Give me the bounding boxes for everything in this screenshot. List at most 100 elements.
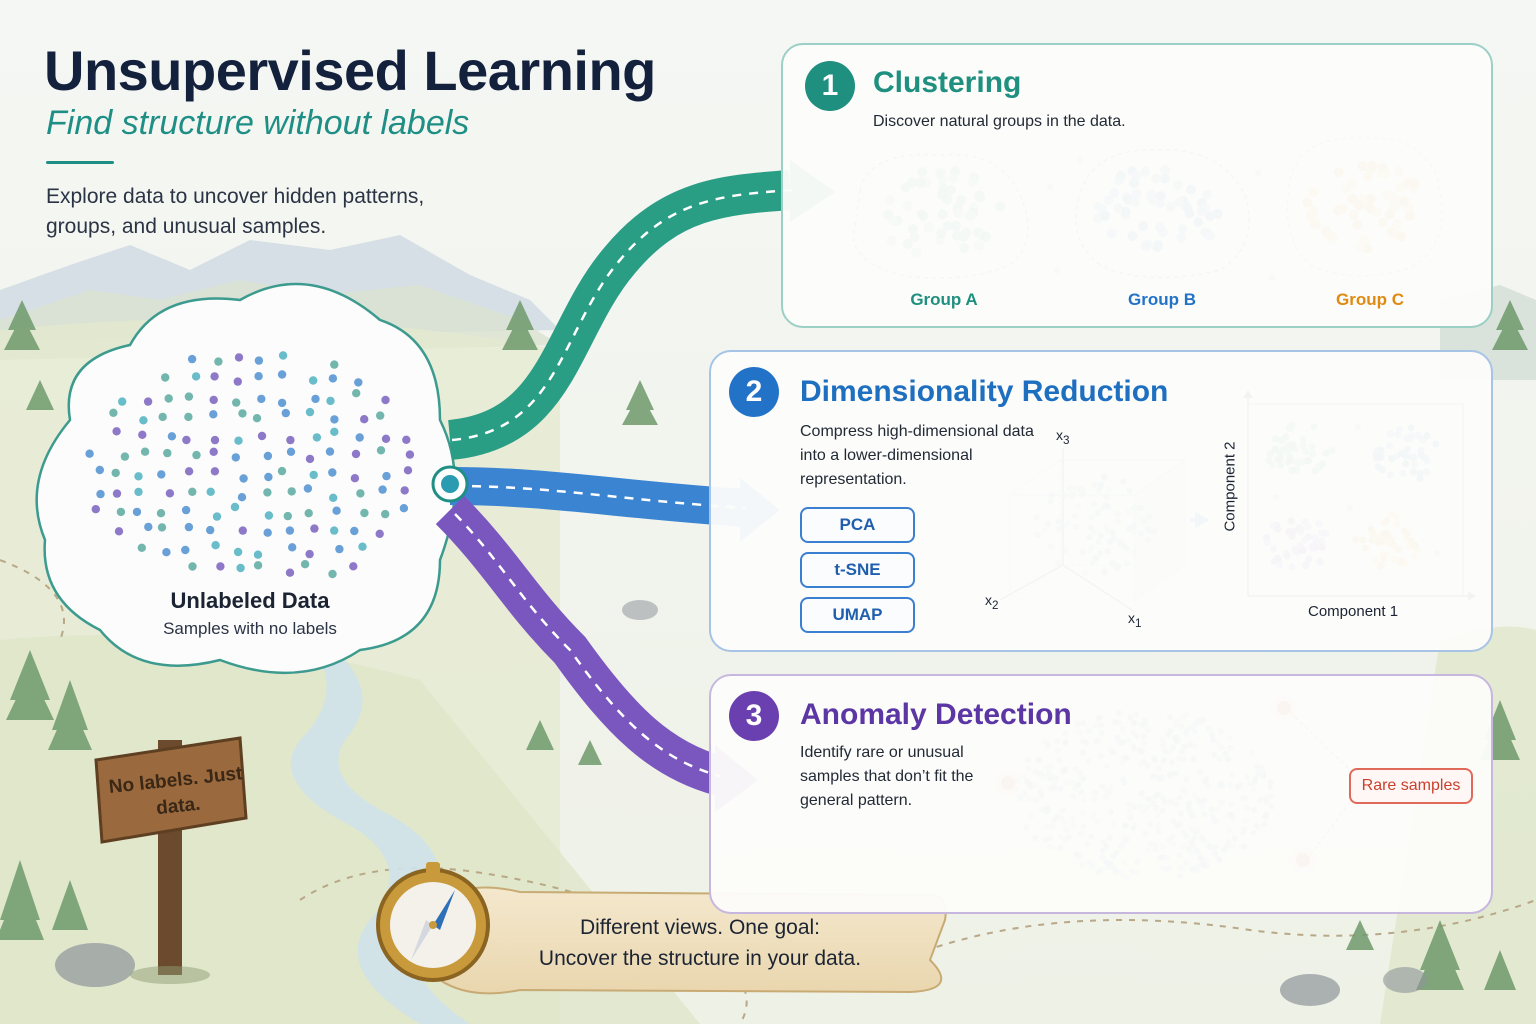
unlabeled-data-title: Unlabeled Data — [170, 588, 330, 613]
data-point — [95, 465, 105, 475]
data-point — [188, 487, 197, 496]
data-point — [399, 504, 409, 513]
data-point — [402, 435, 411, 444]
data-point — [263, 528, 272, 537]
data-point — [184, 392, 194, 401]
data-point — [305, 549, 314, 559]
dimensionality-description: Compress high-dimensional data into a lo… — [800, 423, 1034, 488]
data-point — [378, 485, 387, 494]
data-point — [254, 372, 263, 381]
data-point — [263, 451, 273, 461]
compass-icon — [376, 862, 490, 982]
anomaly-description: Identify rare or unusual samples that do… — [800, 744, 974, 809]
data-point — [277, 466, 287, 476]
clustering-description: Discover natural groups in the data. — [873, 113, 1126, 130]
data-point — [118, 397, 127, 406]
anomaly-title: Anomaly Detection — [800, 698, 1072, 731]
method-umap: UMAP — [800, 597, 915, 633]
group-c-label: Group C — [1336, 290, 1404, 309]
data-point — [352, 389, 361, 398]
data-point — [233, 377, 242, 386]
data-point — [209, 395, 218, 405]
data-point — [156, 509, 166, 518]
data-point — [165, 489, 175, 498]
data-point — [132, 507, 142, 517]
data-point — [257, 431, 267, 441]
data-point — [330, 526, 339, 535]
data-point — [137, 543, 146, 552]
data-point — [254, 356, 264, 365]
data-point — [161, 373, 170, 382]
data-point — [400, 486, 409, 495]
data-point — [211, 541, 220, 550]
data-point — [375, 529, 384, 538]
banner-text: Different views. One goal: Uncover the s… — [500, 912, 900, 974]
data-point — [326, 396, 335, 406]
method-pca: PCA — [800, 507, 915, 543]
method-tsne: t-SNE — [800, 552, 915, 588]
rare-samples-callout: Rare samples — [1349, 768, 1473, 804]
data-point — [300, 560, 310, 569]
data-point — [328, 468, 337, 477]
data-point — [184, 522, 194, 532]
data-point — [309, 470, 318, 480]
data-point — [277, 398, 287, 408]
data-point — [234, 436, 243, 445]
data-point — [360, 508, 369, 518]
data-point — [157, 523, 167, 532]
data-point — [360, 415, 369, 424]
data-point — [112, 489, 122, 498]
banner-line-1: Different views. One goal: — [579, 916, 821, 939]
data-point — [181, 545, 190, 555]
data-point — [382, 471, 391, 481]
data-point — [312, 433, 322, 442]
data-point — [303, 484, 313, 493]
data-point — [263, 488, 272, 497]
data-point — [234, 353, 244, 362]
clustering-panel — [781, 43, 1493, 328]
data-point — [187, 354, 197, 364]
data-point — [281, 408, 290, 418]
data-point — [109, 408, 118, 417]
data-point — [285, 568, 295, 577]
data-point — [325, 447, 335, 456]
data-point — [238, 526, 247, 535]
data-point — [329, 493, 338, 502]
data-point — [164, 394, 173, 403]
axis-x2-sub: 2 — [992, 598, 999, 612]
data-point — [191, 372, 201, 381]
data-point — [287, 487, 296, 496]
title-divider — [46, 161, 114, 164]
axis-x3-sub: 3 — [1063, 433, 1070, 447]
component-2-label: Component 2 — [1221, 441, 1239, 532]
group-b-label: Group B — [1128, 290, 1196, 309]
data-point — [277, 370, 287, 379]
data-point — [162, 548, 171, 557]
data-point — [304, 509, 313, 518]
data-point — [354, 378, 363, 387]
data-point — [252, 414, 262, 423]
data-point — [350, 526, 359, 536]
data-point — [230, 502, 240, 512]
data-point — [286, 435, 295, 445]
data-point — [209, 447, 218, 456]
data-point — [286, 447, 296, 456]
data-point — [182, 435, 191, 445]
data-point — [305, 454, 315, 464]
axis-x3-label: x3 — [1056, 427, 1070, 447]
data-point — [330, 427, 339, 436]
tree-icon — [0, 300, 1528, 990]
data-point — [188, 562, 197, 571]
data-point — [330, 415, 339, 424]
data-point — [112, 427, 121, 436]
axis-x1-label: x1 — [1128, 610, 1142, 630]
data-point — [157, 470, 166, 479]
data-point — [167, 432, 177, 441]
data-point — [134, 487, 143, 497]
data-point — [138, 430, 147, 439]
step-number-2: 2 — [729, 367, 779, 417]
banner-line-2: Uncover the structure in your data. — [538, 947, 862, 970]
data-point — [253, 550, 263, 559]
axis-x1-sub: 1 — [1135, 616, 1142, 630]
data-point — [233, 547, 243, 557]
